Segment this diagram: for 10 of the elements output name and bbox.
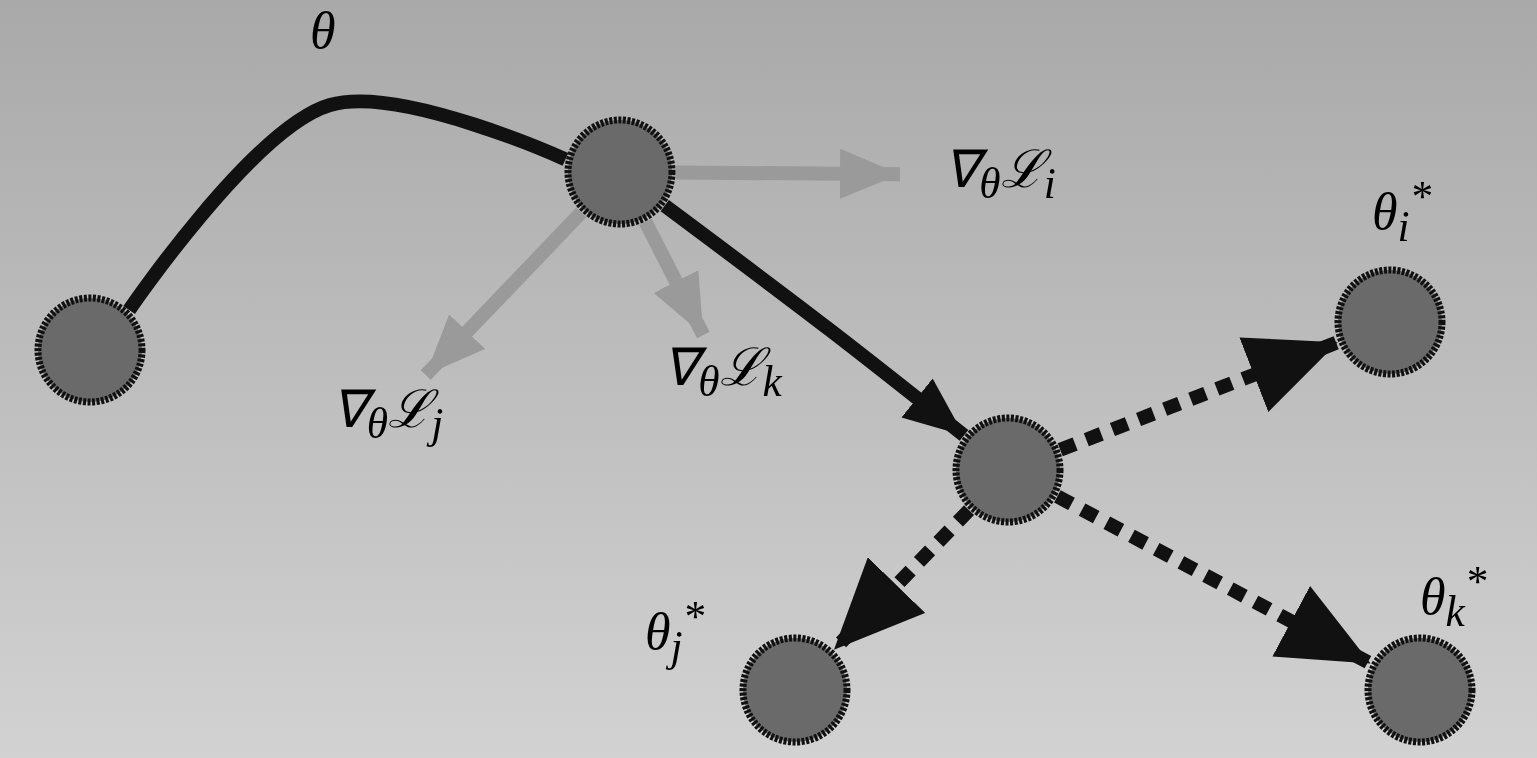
- arrow: [675, 148, 901, 199]
- math-label: ∇$_{θ}$ℒ$_{i}$: [944, 144, 1056, 206]
- math-label: ∇$_{θ}$ℒ$_{j}$: [331, 384, 444, 446]
- arrow: [1054, 490, 1374, 670]
- arrow: [660, 200, 969, 441]
- arrow: [639, 218, 710, 339]
- math-label: ∇$_{θ}$ℒ$_{k}$: [663, 341, 782, 404]
- arrow: [1057, 335, 1341, 457]
- arrow: [420, 207, 587, 380]
- edge-label: θ: [310, 5, 336, 57]
